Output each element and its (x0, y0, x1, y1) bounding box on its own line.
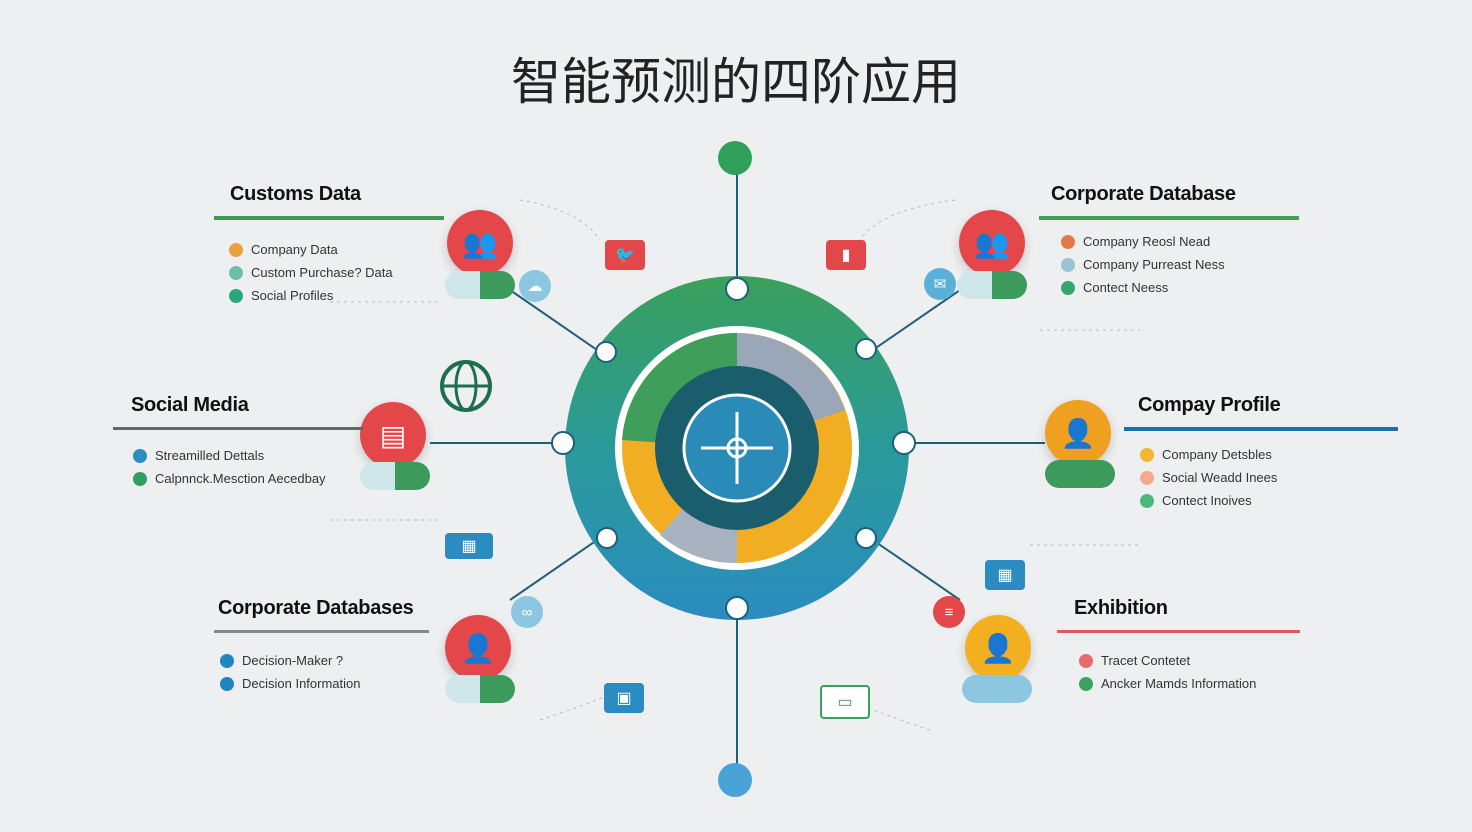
list-item: Decision-Maker ? (220, 649, 429, 672)
section-customs-data: Customs Data Company Data Custom Purchas… (214, 183, 444, 307)
link-icon: ∞ (511, 596, 543, 628)
list-icon: ≡ (933, 596, 965, 628)
section-title: Customs Data (230, 183, 361, 205)
screen-icon: ▣ (604, 683, 644, 713)
list-item: Company Data (229, 238, 444, 261)
social-media-node-icon: ▤ (360, 402, 426, 468)
section-title: Corporate Databases (218, 597, 414, 619)
divider (1124, 427, 1398, 431)
section-title: Social Media (131, 394, 249, 416)
list-item: Ancker Mamds Information (1079, 672, 1300, 695)
list-item: Company Reosl Nead (1061, 230, 1299, 253)
list-item: Tracet Contetet (1079, 649, 1300, 672)
exhibition-node-icon: 👤 (965, 615, 1031, 681)
list-item: Contect Inoives (1140, 489, 1398, 512)
section-exhibition: Exhibition Tracet Contetet Ancker Mamds … (1057, 597, 1300, 695)
divider (113, 427, 363, 430)
list-item: Calpnnck.Mesction Aecedbay (133, 467, 363, 490)
list-item: Social Weadd Inees (1140, 466, 1398, 489)
bottom-node (718, 763, 752, 797)
briefcase-icon: ▮ (826, 240, 866, 270)
section-title: Corporate Database (1051, 183, 1236, 205)
divider (1057, 630, 1300, 633)
section-company-profile: Compay Profile Company Detsbles Social W… (1124, 394, 1398, 512)
company-profile-node-icon: 👤 (1045, 400, 1111, 466)
chat-icon-right: ✉ (924, 268, 956, 300)
list-item: Decision Information (220, 672, 429, 695)
section-corporate-databases: Corporate Databases Decision-Maker ? Dec… (214, 597, 429, 695)
divider (214, 630, 429, 633)
network-icon (701, 412, 773, 484)
divider (214, 216, 444, 220)
chat-icon: ☁ (519, 270, 551, 302)
page-title: 智能预测的四阶应用 (511, 53, 961, 111)
section-title: Compay Profile (1138, 394, 1281, 416)
list-item: Custom Purchase? Data (229, 261, 444, 284)
section-title: Exhibition (1074, 597, 1168, 619)
twitter-icon: 🐦 (605, 240, 645, 270)
corporate-databases-node-icon: 👤 (445, 615, 511, 681)
list-item: Company Purreast Ness (1061, 253, 1299, 276)
list-item: Streamilled Dettals (133, 444, 363, 467)
section-social-media: Social Media Streamilled Dettals Calpnnc… (113, 394, 363, 490)
customs-node-icon: 👥 (447, 210, 513, 276)
section-corporate-database: Corporate Database Company Reosl Nead Co… (1039, 183, 1299, 299)
monitor-icon: ▭ (820, 685, 870, 719)
list-item: Social Profiles (229, 284, 444, 307)
corporate-database-node-icon: 👥 (959, 210, 1025, 276)
badge-icon: ▦ (445, 533, 493, 559)
list-item: Contect Neess (1061, 276, 1299, 299)
top-node (718, 141, 752, 175)
chart-icon: ▦ (985, 560, 1025, 590)
divider (1039, 216, 1299, 220)
list-item: Company Detsbles (1140, 443, 1398, 466)
